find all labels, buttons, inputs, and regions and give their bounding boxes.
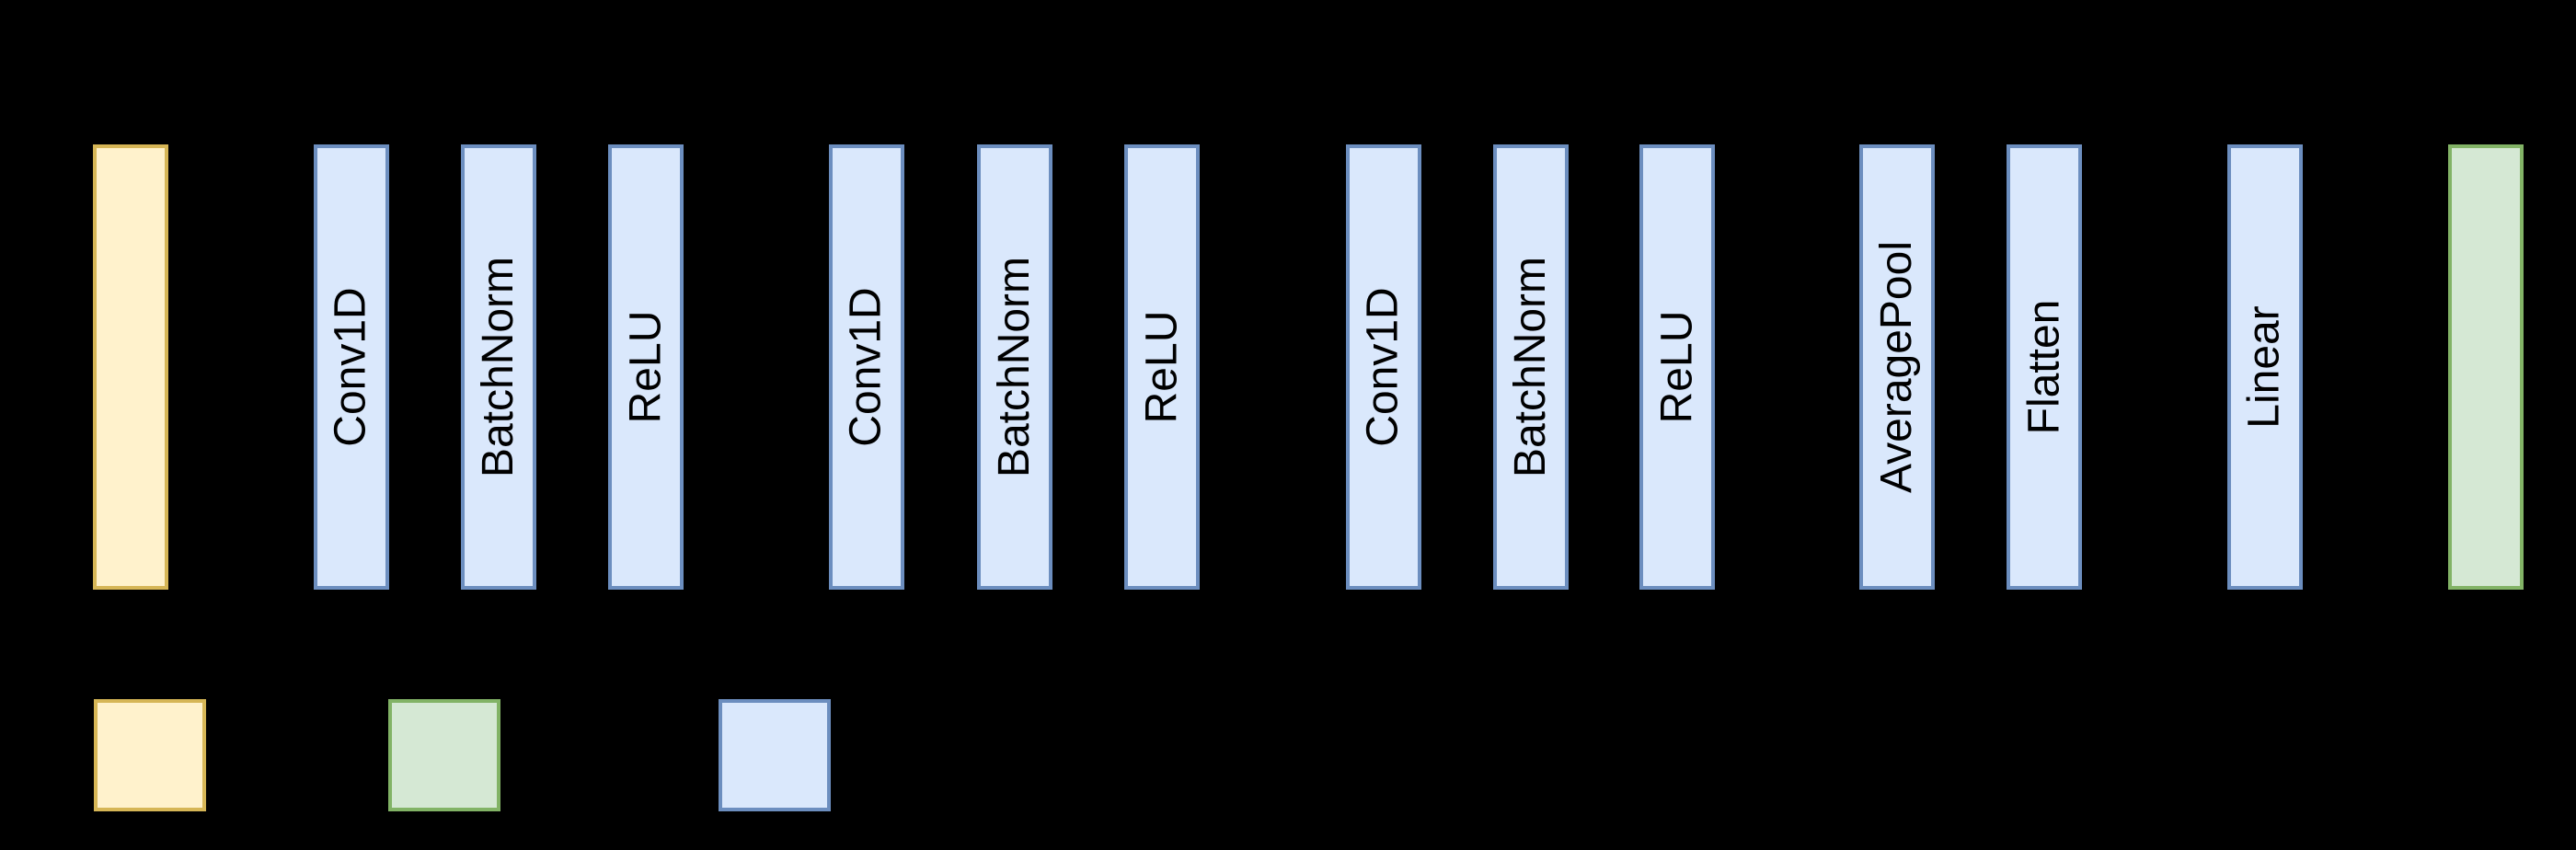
output-bar xyxy=(2448,144,2524,590)
layer-bar-relu: ReLU xyxy=(608,144,684,590)
legend-layer-swatch xyxy=(719,699,831,811)
layer-bar-conv1d: Conv1D xyxy=(314,144,389,590)
layer-bar-batchnorm: BatchNorm xyxy=(977,144,1052,590)
input-bar xyxy=(93,144,168,590)
layer-label: Linear xyxy=(2240,305,2289,429)
layer-label: BatchNorm xyxy=(990,256,1040,478)
layer-bar-flatten: Flatten xyxy=(2007,144,2082,590)
layer-label: Conv1D xyxy=(327,287,376,447)
layer-bar-conv1d: Conv1D xyxy=(1346,144,1421,590)
layer-label: BatchNorm xyxy=(1506,256,1556,478)
layer-bar-conv1d: Conv1D xyxy=(829,144,904,590)
legend-input-swatch xyxy=(94,699,206,811)
layer-bar-batchnorm: BatchNorm xyxy=(1493,144,1569,590)
layer-bar-averagepool: AveragePool xyxy=(1859,144,1935,590)
layer-label: BatchNorm xyxy=(474,256,523,478)
layer-bar-batchnorm: BatchNorm xyxy=(461,144,536,590)
layer-bar-relu: ReLU xyxy=(1124,144,1200,590)
layer-bar-relu: ReLU xyxy=(1639,144,1715,590)
legend-output-swatch xyxy=(388,699,500,811)
layer-label: ReLU xyxy=(621,310,670,424)
layer-label: Conv1D xyxy=(1359,287,1409,447)
layer-label: ReLU xyxy=(1137,310,1186,424)
layer-label: AveragePool xyxy=(1872,241,1922,493)
layer-label: Flatten xyxy=(2019,299,2068,435)
layer-bar-linear: Linear xyxy=(2227,144,2303,590)
layer-label: ReLU xyxy=(1652,310,1701,424)
layer-label: Conv1D xyxy=(842,287,891,447)
